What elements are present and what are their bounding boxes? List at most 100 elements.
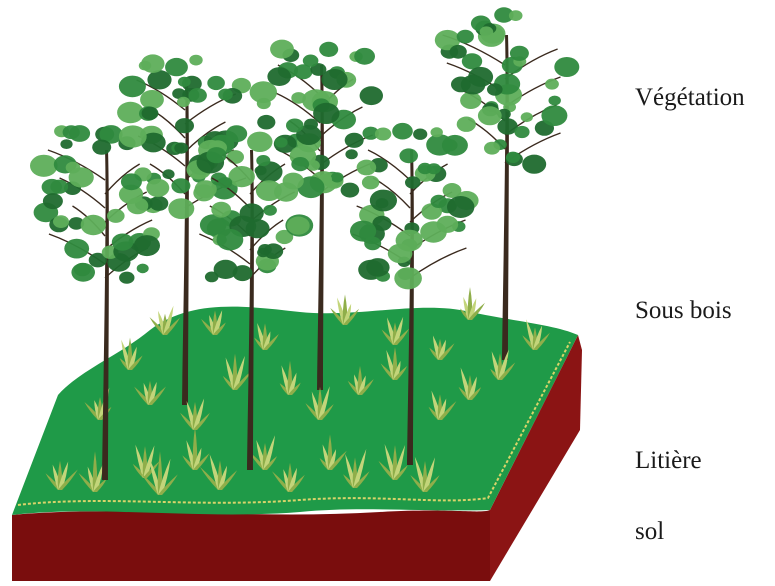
tree-foliage-cluster: [437, 216, 459, 233]
tree-foliage-cluster: [178, 77, 191, 87]
tree-foliage-cluster: [341, 183, 360, 198]
tree-foliage-cluster: [171, 178, 190, 193]
tree-foliage-cluster: [168, 198, 194, 219]
tree-foliage-cluster: [521, 112, 533, 122]
tree-foliage-cluster: [506, 152, 520, 163]
tree-trunk: [407, 150, 414, 465]
tree-foliage-cluster: [119, 272, 134, 284]
tree-foliage-cluster: [121, 173, 142, 190]
tree-foliage-cluster: [267, 67, 291, 86]
tree-foliage-cluster: [431, 195, 447, 208]
tree: [435, 7, 580, 360]
tree-foliage-cluster: [53, 215, 69, 228]
tree-foliage-cluster: [366, 258, 389, 277]
tree-foliage-cluster: [510, 46, 529, 61]
tree-foliage-cluster: [345, 133, 364, 148]
tree-foliage-cluster: [357, 160, 377, 176]
tree-foliage-cluster: [81, 215, 106, 235]
tree-foliage-cluster: [112, 234, 134, 251]
tree-foliage-cluster: [217, 229, 244, 251]
soil-label: sol: [635, 518, 664, 546]
tree-foliage-cluster: [509, 10, 523, 21]
tree-foliage-cluster: [263, 205, 277, 216]
tree-foliage-cluster: [319, 42, 338, 57]
tree-foliage-cluster: [107, 209, 125, 223]
tree-foliage-cluster: [66, 162, 81, 174]
tree-foliage-cluster: [270, 40, 294, 59]
tree-foliage-cluster: [147, 70, 171, 89]
tree-foliage-cluster: [291, 92, 306, 104]
litter-label: Litière: [635, 447, 702, 475]
tree-foliage-cluster: [447, 196, 474, 218]
vegetation-label: Végétation: [635, 84, 745, 112]
tree-foliage-cluster: [214, 260, 238, 279]
tree-foliage-cluster: [457, 117, 476, 132]
tree-foliage-cluster: [257, 98, 271, 109]
tree-foliage-cluster: [375, 128, 391, 141]
tree-foliage-cluster: [162, 169, 174, 179]
tree-foliage-cluster: [399, 148, 418, 163]
tree-foliage-cluster: [514, 126, 529, 138]
tree-foliage-cluster: [457, 30, 474, 44]
tree-foliage-cluster: [60, 139, 72, 149]
tree-foliage-cluster: [218, 177, 232, 188]
tree-trunk: [102, 150, 109, 480]
tree-foliage-cluster: [174, 143, 188, 154]
tree-foliage-cluster: [541, 105, 567, 126]
tree-foliage-cluster: [175, 118, 194, 133]
tree-foliage-cluster: [137, 264, 149, 274]
tree-foliage-cluster: [450, 45, 467, 59]
tree-foliage-cluster: [177, 97, 190, 107]
tree-foliage-cluster: [92, 140, 111, 155]
tree-foliage-cluster: [50, 180, 68, 194]
tree-foliage-cluster: [487, 83, 503, 95]
tree-foliage-cluster: [376, 198, 389, 208]
tree-foliage-cluster: [256, 155, 270, 166]
tree-foliage-cluster: [146, 179, 169, 197]
tree-foliage-cluster: [258, 244, 272, 255]
tree-foliage-cluster: [461, 75, 486, 95]
tree-foliage-cluster: [43, 193, 63, 209]
tree-foliage-cluster: [362, 176, 379, 190]
tree-foliage-cluster: [303, 55, 319, 67]
tree-foliage-cluster: [413, 129, 427, 140]
tree-foliage-cluster: [287, 217, 310, 235]
tree-foliage-cluster: [442, 135, 468, 156]
tree-foliage-cluster: [480, 26, 494, 37]
tree-foliage-cluster: [275, 137, 288, 147]
soil-front-face: [12, 510, 490, 581]
tree-foliage-cluster: [218, 89, 233, 101]
tree-foliage-cluster: [193, 184, 214, 201]
tree-foliage-cluster: [394, 267, 422, 289]
tree-foliage-cluster: [350, 221, 376, 242]
tree-foliage-cluster: [554, 57, 579, 77]
tree-foliage-cluster: [139, 61, 151, 71]
tree-foliage-cluster: [431, 127, 443, 137]
tree-foliage-cluster: [206, 147, 226, 163]
tree-foliage-cluster: [207, 76, 225, 90]
tree-foliage-cluster: [360, 86, 383, 105]
tree-foliage-cluster: [313, 103, 339, 124]
tree-foliage-cluster: [64, 239, 89, 259]
tree-foliage-cluster: [189, 55, 202, 66]
tree-foliage-cluster: [257, 115, 275, 130]
tree-foliage-cluster: [127, 197, 148, 214]
tree-foliage-cluster: [140, 90, 164, 109]
tree-foliage-cluster: [247, 132, 272, 152]
tree-foliage-cluster: [142, 107, 159, 120]
tree-foliage-cluster: [291, 157, 309, 171]
understory-label: Sous bois: [635, 297, 732, 325]
tree-foliage-cluster: [549, 96, 561, 106]
tree-foliage-cluster: [321, 69, 347, 90]
tree-foliage-cluster: [478, 106, 502, 125]
tree-foliage-cluster: [460, 92, 481, 109]
tree-foliage-cluster: [522, 155, 546, 174]
tree-foliage-cluster: [405, 176, 421, 188]
tree-foliage-cluster: [545, 79, 559, 90]
tree-foliage-cluster: [211, 202, 231, 218]
tree-foliage-cluster: [345, 149, 357, 159]
tree-foliage-cluster: [189, 88, 207, 103]
tree-foliage-cluster: [484, 142, 500, 155]
tree-foliage-cluster: [119, 125, 147, 147]
